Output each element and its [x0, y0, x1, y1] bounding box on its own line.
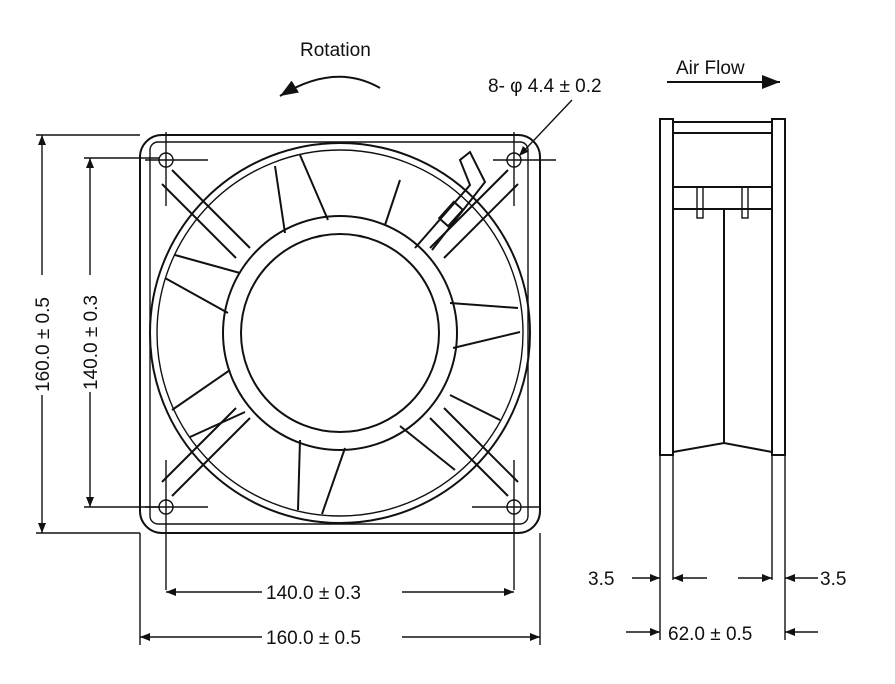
height-outer-dimension: 160.0 ± 0.5 [33, 297, 54, 392]
fan-side-view [626, 118, 818, 640]
air-flow-indicator: Air Flow [667, 58, 780, 89]
frame-struts [161, 169, 519, 497]
flange-left-dimension: 3.5 [588, 569, 614, 590]
fan-front-view [139, 132, 556, 590]
front-dimension-lines [36, 134, 541, 645]
air-flow-label: Air Flow [676, 58, 745, 79]
fan-blades [164, 154, 521, 515]
fan-cable [414, 150, 487, 251]
width-inner-dimension: 140.0 ± 0.3 [266, 583, 361, 604]
mounting-holes [145, 132, 556, 590]
depth-dimension: 62.0 ± 0.5 [668, 624, 752, 645]
rotation-indicator: Rotation [279, 40, 381, 97]
rotation-label: Rotation [300, 40, 371, 61]
rotation-arrow-icon [279, 75, 381, 97]
flange-right-dimension: 3.5 [820, 569, 846, 590]
height-inner-dimension: 140.0 ± 0.3 [81, 295, 102, 390]
hole-spec-callout: 8- φ 4.4 ± 0.2 [488, 76, 602, 157]
hole-spec-label: 8- φ 4.4 ± 0.2 [488, 76, 602, 97]
width-outer-dimension: 160.0 ± 0.5 [266, 628, 361, 649]
